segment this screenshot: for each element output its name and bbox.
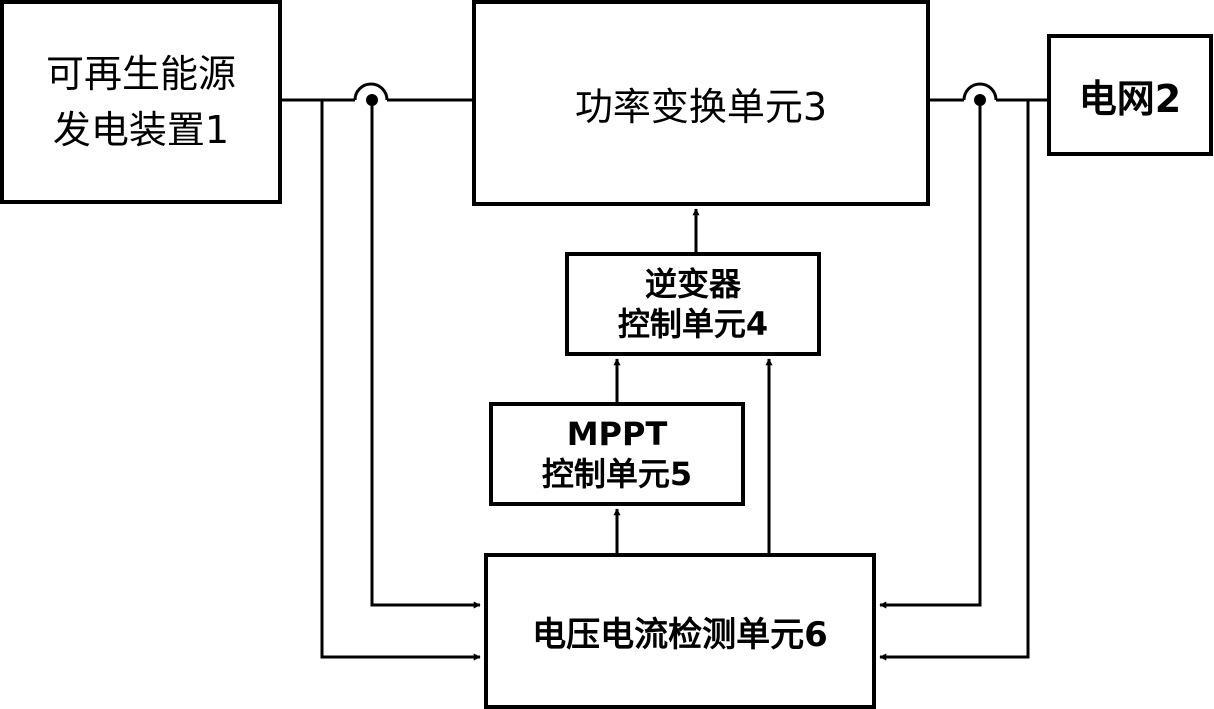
renewable-generator-line2: 发电装置1: [52, 108, 230, 152]
grid-label: 电网2: [1078, 76, 1182, 121]
voltage-tap-right: [879, 100, 1030, 661]
sensor-dot-left: [366, 94, 378, 106]
detection-label: 电压电流检测单元6: [532, 614, 828, 655]
mppt-control-line2: 控制单元5: [541, 455, 693, 493]
mppt-control-line1: MPPT: [566, 415, 668, 453]
detection-block: 电压电流检测单元6: [484, 553, 876, 709]
renewable-generator-line1: 可再生能源: [45, 52, 236, 96]
current-sensor-left: [353, 82, 389, 101]
power-conversion-block: 功率变换单元3: [472, 0, 930, 206]
grid-block: 电网2: [1047, 34, 1213, 156]
current-sensor-right: [962, 82, 998, 101]
voltage-tap-left: [320, 100, 481, 661]
inverter-control-line2: 控制单元4: [617, 305, 769, 343]
mppt-control-block: MPPT 控制单元5: [489, 402, 745, 506]
inverter-control-line1: 逆变器: [644, 265, 741, 303]
renewable-generator-block: 可再生能源 发电装置1: [0, 0, 282, 204]
sensor-dot-right: [974, 94, 986, 106]
current-tap-right: [879, 100, 982, 609]
inverter-control-block: 逆变器 控制单元4: [565, 252, 821, 356]
power-conversion-label: 功率变换单元3: [574, 84, 828, 129]
current-tap-left: [370, 100, 481, 609]
